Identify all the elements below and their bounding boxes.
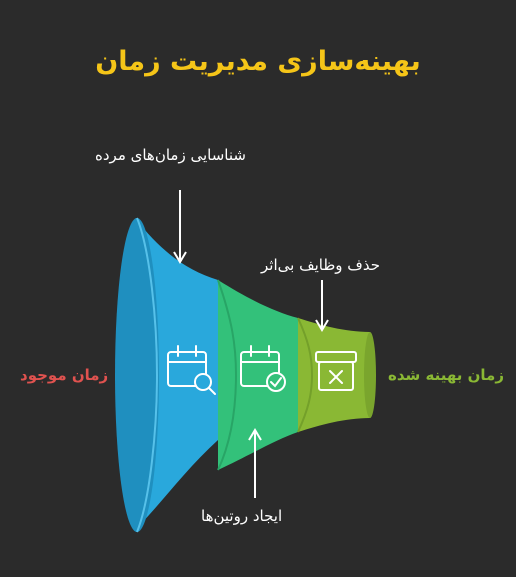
calendar-check-icon [240,345,286,392]
funnel-mouth [115,218,159,532]
output-label: زمان بهینه شده [388,366,504,384]
funnel-stage-2 [218,280,298,470]
input-label: زمان موجود [20,366,109,384]
stage-3-label: حذف وظایف بی‌اثر [261,256,380,274]
archive-x-icon [315,351,357,391]
arrow-stage-3 [315,280,329,332]
arrow-stage-2 [248,428,262,498]
stage-1-label: شناسایی زمان‌های مرده [95,146,246,164]
stage-2-label: ایجاد روتین‌ها [201,507,283,525]
calendar-search-icon [167,345,216,395]
arrow-stage-1 [173,190,187,264]
diagram-title: بهینه‌سازی مدیریت زمان [95,46,421,77]
